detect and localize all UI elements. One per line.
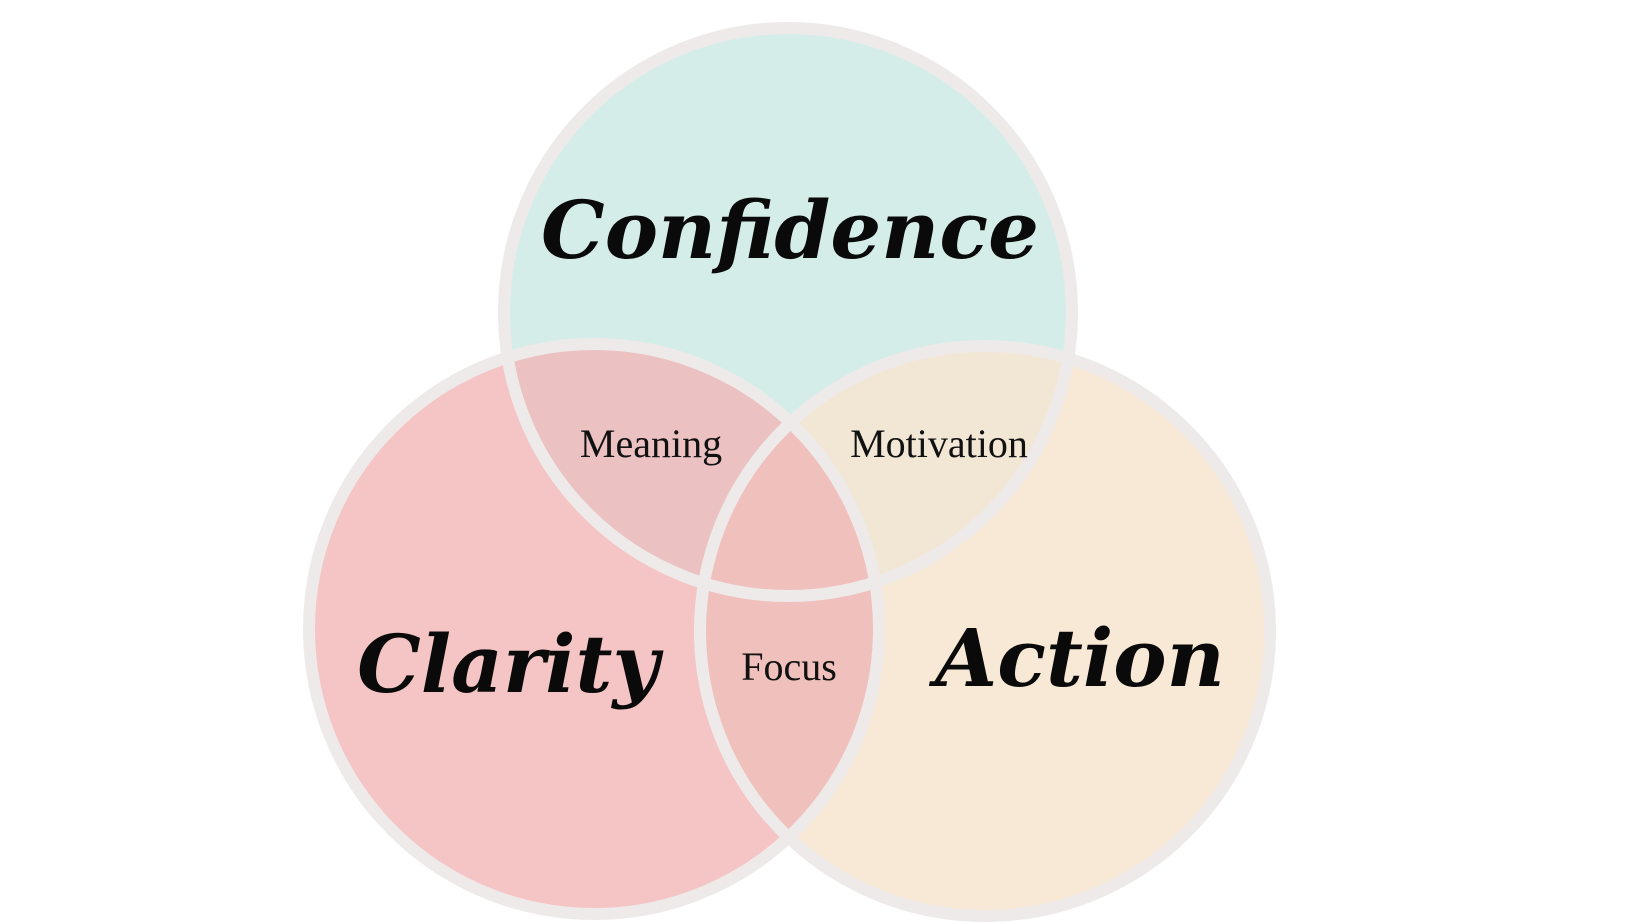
clarity-label: Clarity (357, 617, 664, 711)
motivation-label: Motivation (850, 421, 1028, 466)
focus-label: Focus (741, 644, 837, 689)
confidence-outline (498, 22, 1078, 602)
confidence-label: Confidence (541, 183, 1039, 277)
clarity-outline (303, 338, 885, 920)
action-label: Action (928, 611, 1225, 705)
meaning-label: Meaning (580, 421, 722, 466)
action-outline (694, 340, 1276, 922)
